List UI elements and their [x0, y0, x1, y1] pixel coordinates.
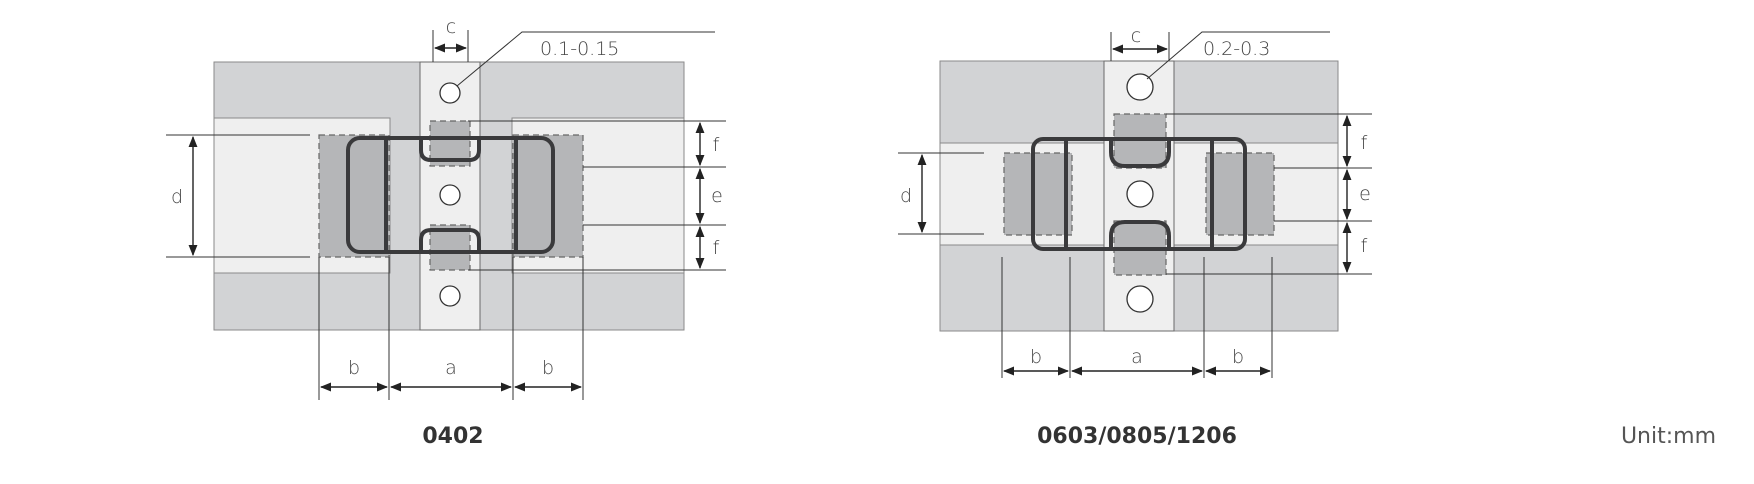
label-b-right: b: [1232, 346, 1244, 368]
extension-lines: [166, 30, 726, 400]
component-outline: [1031, 137, 1247, 251]
label-d: d: [900, 185, 912, 207]
via-note: 0.1-0.15: [540, 38, 619, 60]
via-note-leader: [456, 31, 715, 87]
label-c: c: [1131, 25, 1141, 47]
label-e: e: [1359, 183, 1371, 205]
via-top: [439, 82, 461, 104]
label-a: a: [445, 357, 457, 379]
label-f-top: f: [713, 134, 720, 156]
label-b-left: b: [348, 357, 360, 379]
label-b-right: b: [542, 357, 554, 379]
dimension-lines: [917, 44, 1352, 376]
label-b-left: b: [1030, 346, 1042, 368]
diagram-0603-0805-1206: c 0.2-0.3 d f e f b a b 0603/0805/1206: [898, 25, 1372, 449]
label-f-bottom: f: [1361, 235, 1368, 257]
via-top: [1126, 73, 1154, 101]
diagram-0402: c 0.1-0.15 d f e f b a b 0402: [166, 16, 726, 449]
label-c: c: [446, 16, 456, 38]
right-solder-area: [512, 134, 584, 258]
via-note: 0.2-0.3: [1203, 38, 1270, 60]
via-middle: [1126, 180, 1154, 208]
unit-label: Unit:mm: [1621, 424, 1716, 449]
caption-0603-0805-1206: 0603/0805/1206: [1037, 424, 1237, 449]
label-d: d: [171, 186, 183, 208]
via-middle: [439, 184, 461, 206]
right-solder-area: [1205, 152, 1275, 236]
extension-lines: [898, 32, 1372, 378]
component-outline: [346, 136, 555, 254]
caption-0402: 0402: [422, 424, 483, 449]
label-e: e: [711, 185, 723, 207]
bottom-solder-area: [429, 224, 471, 271]
label-a: a: [1131, 346, 1143, 368]
label-f-top: f: [1361, 132, 1368, 154]
via-note-leader: [1146, 31, 1330, 80]
via-bottom: [1126, 285, 1154, 313]
dimension-lines: [188, 43, 705, 392]
label-f-bottom: f: [713, 237, 720, 259]
left-solder-area: [318, 134, 390, 258]
left-solder-area: [1003, 152, 1073, 236]
via-bottom: [439, 285, 461, 307]
